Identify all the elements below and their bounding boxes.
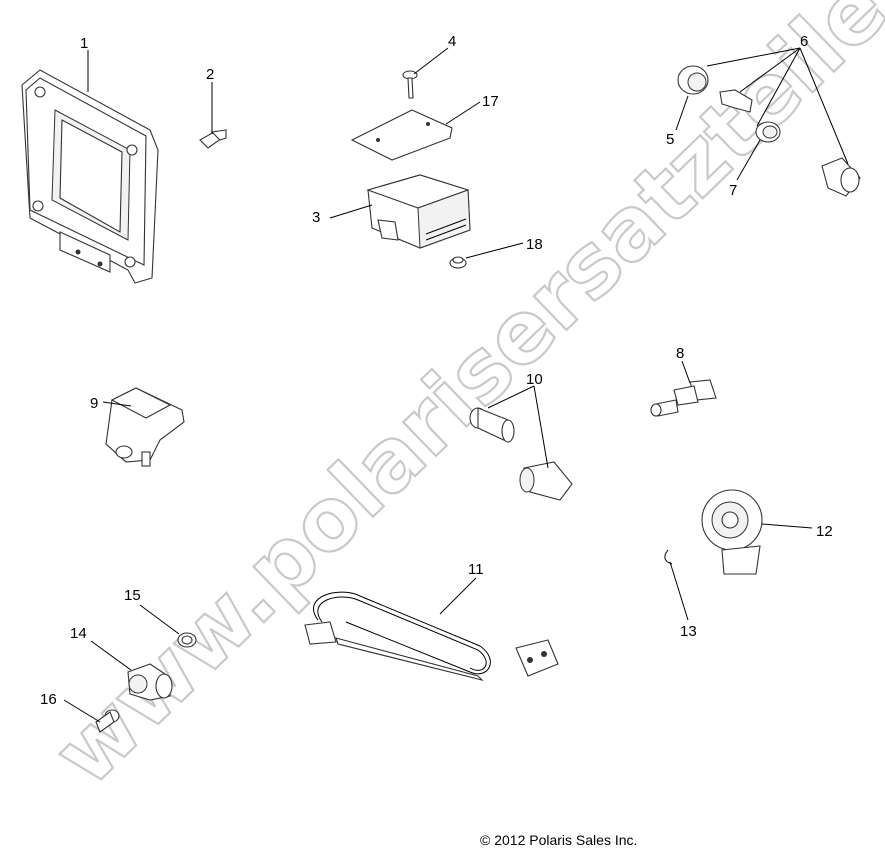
part-key-switch-set — [677, 65, 861, 197]
part-bolt — [95, 709, 120, 733]
callout-15: 15 — [124, 587, 141, 604]
callout-4: 4 — [448, 33, 456, 50]
part-pin — [199, 129, 227, 149]
copyright-notice: © 2012 Polaris Sales Inc. — [480, 832, 638, 848]
callout-1: 1 — [80, 35, 88, 52]
part-knock-sensor — [701, 489, 763, 575]
callout-12: 12 — [816, 523, 833, 540]
callout-11: 11 — [468, 561, 484, 578]
callout-5: 5 — [666, 131, 674, 148]
part-numbers: 1 2 3 4 5 6 7 8 9 10 11 12 13 14 15 16 1… — [40, 33, 833, 708]
leader-lines — [63, 47, 849, 723]
part-grommet — [449, 256, 467, 269]
part-wire-harness — [304, 591, 559, 682]
callout-18: 18 — [526, 236, 543, 253]
part-o-ring — [177, 632, 197, 648]
callout-17: 17 — [482, 93, 499, 110]
part-clip — [664, 549, 673, 565]
part-control-box — [366, 174, 471, 249]
part-screw-4 — [402, 70, 418, 99]
callout-3: 3 — [312, 209, 320, 226]
callout-9: 9 — [90, 395, 98, 412]
callout-6: 6 — [800, 33, 808, 50]
callout-8: 8 — [676, 345, 684, 362]
callout-10: 10 — [526, 371, 543, 388]
part-temp-sensor — [650, 379, 717, 417]
part-speed-sensor — [127, 663, 173, 701]
part-fuse-holders — [469, 407, 573, 501]
callout-2: 2 — [206, 66, 214, 83]
part-ecu — [21, 69, 159, 284]
part-cover-plate — [350, 109, 453, 161]
callout-16: 16 — [40, 691, 57, 708]
callout-14: 14 — [70, 625, 87, 642]
part-map-sensor — [105, 387, 185, 467]
callout-7: 7 — [729, 182, 737, 199]
callout-13: 13 — [680, 623, 697, 640]
